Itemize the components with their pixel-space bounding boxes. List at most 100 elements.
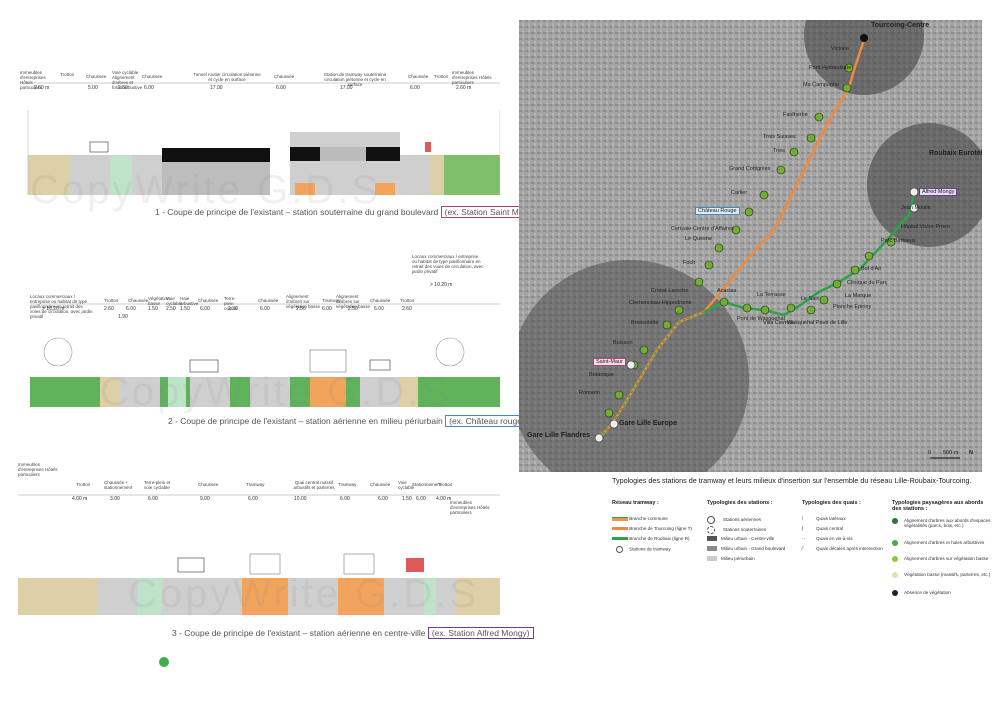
legend-col4-row1: Alignement d'arbres et haies arbustives — [892, 540, 992, 546]
legend-col2-row4: Milieu périurbain — [707, 556, 755, 562]
no-veg-icon — [892, 590, 898, 596]
legend-veg-1: Alignement d'arbres et haies arbustives — [904, 540, 985, 545]
legend-veg-3: Végétation basse (massifs, parterres, et… — [904, 572, 991, 577]
legend-boulevard: Milieu urbain - Grand boulevard — [721, 546, 786, 551]
section-1-label-tunnel: Tunnel routier circulation piétonne et c… — [193, 72, 261, 82]
section-2-dim-5: 1.50 — [180, 306, 190, 312]
station-r-9: Acacias — [717, 288, 737, 294]
map-scale-1: 500 m — [943, 450, 959, 456]
section-1-label-buildings-right: Immeubles d'entreprises Hôtels particuli… — [452, 70, 492, 85]
section-3-dim-1: 3.00 — [110, 496, 120, 502]
legend-col1-title: Réseau tramway : — [612, 500, 659, 506]
section-2-dim-1: 2.60 — [104, 306, 114, 312]
tree-park-icon — [892, 518, 898, 524]
legend-col1-row0: Branche commune — [612, 516, 668, 521]
underground-station-icon — [707, 526, 715, 534]
legend-col2-row0: Stations aériennes — [707, 516, 761, 524]
map-terminal-gare-flandres: Gare Lille Flandres — [527, 432, 591, 439]
facing-platform-icon: ·· — [802, 536, 806, 542]
watermark-2: CopyWrite G.D.S — [100, 370, 451, 414]
station-t-6: Grand Cottignies — [729, 166, 771, 172]
legend-veg-2: Alignement d'arbres sur végétation basse — [904, 556, 989, 561]
station-r-11: Pont de Wasquehal — [737, 316, 785, 322]
lateral-platform-icon: ⁞ — [802, 516, 804, 522]
map-terminal-roubaix: Roubaix Eurotéléport — [929, 150, 982, 157]
grand-boulevard-swatch-icon — [707, 546, 717, 552]
station-t-14: Buisson — [613, 340, 633, 346]
section-3-caption: 3 - Coupe de principe de l'existant – st… — [172, 628, 426, 638]
map-drawing — [519, 20, 982, 472]
section-2-caption-row: 2 - Coupe de principe de l'existant – st… — [168, 415, 529, 427]
section-2-dim-15: 1.90 — [118, 314, 128, 320]
section-3: Immeubles d'entreprises Hôtels particuli… — [18, 460, 500, 620]
section-3-label-0: Immeubles d'entreprises Hôtels particuli… — [18, 462, 58, 477]
section-3-dim-4: 6.00 — [248, 496, 258, 502]
station-t-11: Croisé Laroche — [651, 288, 689, 294]
legend-col4-row4: Absence de végétation — [892, 590, 992, 596]
section-3-dim-6: 6.00 — [340, 496, 350, 502]
section-1-dim-7: 6.00 — [410, 85, 420, 91]
section-1-label-sidewalk: Trottoir — [60, 72, 75, 77]
aerial-station-icon — [707, 516, 715, 524]
section-2-tag: (ex. Château rouge) — [445, 415, 529, 427]
section-3-drawing — [18, 494, 500, 615]
green-dot-marker — [159, 657, 169, 667]
section-3-label-10: Stationnement — [412, 482, 442, 487]
legend-veg-0: Alignement d'arbres aux abords d'espaces… — [904, 518, 991, 528]
section-1-label-road3: Chaussée — [274, 74, 295, 79]
legend-centre: Milieu urbain - Centre-ville — [721, 536, 775, 541]
legend-col1-row2: Branche de Roubaix (ligne R) — [612, 536, 690, 541]
legend-col3-row0: ⁞Quais latéraux — [802, 516, 846, 522]
section-1-dim-4: 17.00 — [210, 85, 223, 91]
section-3-tag: (ex. Station Alfred Mongy) — [427, 627, 534, 639]
section-2-dim-6: 6.00 — [200, 306, 210, 312]
section-2-caption: 2 - Coupe de principe de l'existant – st… — [168, 416, 443, 426]
section-3-label-6: Quai central massif arbustifs et parterr… — [293, 480, 335, 490]
section-3-dim-0: 4.00 m — [72, 496, 88, 502]
r-line-icon — [612, 537, 628, 541]
section-2-label-13: Trottoir — [400, 298, 415, 303]
station-t-3: Faidherbe — [783, 112, 808, 118]
section-1-dim-1: 5.00 — [88, 85, 98, 91]
legend-t: Branche de Tourcoing (ligne T) — [629, 526, 692, 531]
section-2-label-14: Locaux commerciaux / entreprise ou habit… — [412, 254, 484, 274]
section-2-label-7: Terre-plein central — [224, 296, 238, 311]
section-1: Immeubles d'entreprises Hôtels particuli… — [20, 70, 500, 220]
station-r-10: La Terrasse — [757, 292, 786, 298]
legend-col3-row3: ⁄Quais décalés après intersection — [802, 546, 883, 552]
section-1-tag: (ex. Station Saint Maur) — [440, 206, 538, 218]
low-veg-icon — [892, 572, 898, 578]
section-2-dim-12: 6.00 — [374, 306, 384, 312]
section-1-label-road2: Chaussée — [142, 74, 163, 79]
legend-col1-row1: Branche de Tourcoing (ligne T) — [612, 526, 692, 531]
section-3-dim-2: 6.00 — [148, 496, 158, 502]
section-1-label-sidewalk2: Trottoir — [434, 74, 449, 79]
section-1-label-cycle: Voie cyclable Alignement d'arbres et fos… — [112, 70, 143, 90]
legend-r: Branche de Roubaix (ligne R) — [629, 536, 690, 541]
section-2-label-5: Haie arbustive — [180, 296, 199, 306]
legend-col4-row0: Alignement d'arbres aux abords d'espaces… — [892, 518, 992, 528]
section-2-dim-2: 6.00 — [126, 306, 136, 312]
legend-facing: Quais en vis-à-vis — [816, 536, 853, 542]
station-t-1: Pont Hydraulique — [809, 65, 852, 71]
tree-hedge-icon — [892, 540, 898, 546]
station-t-10: Foch — [683, 260, 696, 266]
legend-col1-row3: Stations de tramway — [612, 546, 671, 553]
section-3-label-7: Tramway — [338, 482, 357, 487]
section-3-label-5: Tramway — [246, 482, 265, 487]
section-2-dim-4: 2.50 — [166, 306, 176, 312]
section-2-label-12: Chaussée — [370, 298, 391, 303]
map-highlight-saint-maur: Saint-Maur — [593, 358, 626, 366]
section-1-label-road4: Chaussée — [408, 74, 429, 79]
legend-offset: Quais décalés après intersection — [816, 546, 883, 552]
section-3-dim-10: 4.00 m — [436, 496, 452, 502]
legend-col2-row1: Stations souterraines — [707, 526, 766, 534]
north-arrow-icon: N — [969, 450, 973, 456]
section-1-dim-3: 6.00 — [144, 85, 154, 91]
section-3-label-2: Chaussée + stationnement — [104, 480, 133, 490]
section-2-label-9: Alignement d'arbres sur végétation basse — [286, 294, 321, 309]
watermark-1: CopyWrite G.D.S — [30, 168, 381, 212]
legend-col2-title: Typologies des stations : — [707, 500, 773, 506]
station-t-4: Trois Suisses — [763, 134, 796, 140]
station-r-3: Bol d'Air — [861, 266, 882, 272]
